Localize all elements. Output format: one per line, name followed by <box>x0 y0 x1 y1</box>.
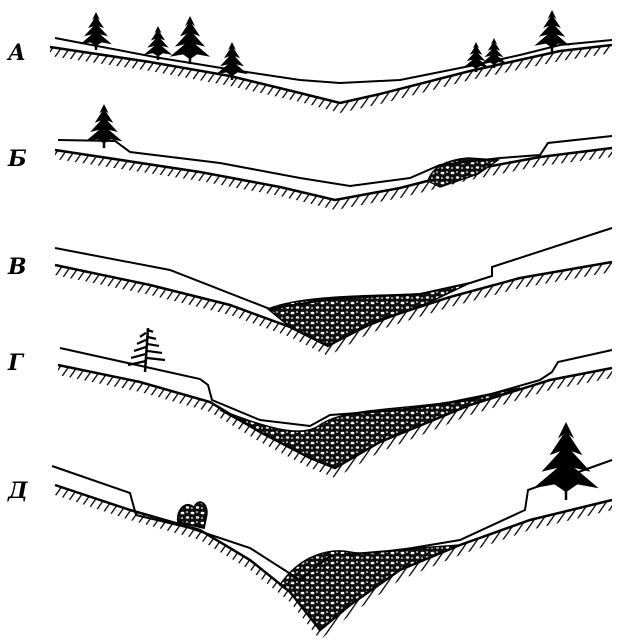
profile-c <box>55 228 612 356</box>
larch-tree-icon <box>128 328 165 372</box>
profile-a <box>50 38 612 113</box>
panel-label-b: Б <box>8 148 27 170</box>
profile-e <box>52 460 612 640</box>
panel-label-a: А <box>8 42 26 64</box>
spruce-tree-icon <box>170 16 210 64</box>
spruce-tree-icon <box>534 10 569 52</box>
panel-label-e: Д <box>8 480 28 502</box>
bedrock-band <box>50 45 612 113</box>
panel-label-c: В <box>8 256 27 278</box>
profile-d <box>58 348 612 478</box>
profile-b <box>55 136 612 210</box>
panel-label-d: Г <box>8 352 23 374</box>
spruce-tree-icon <box>533 422 599 500</box>
